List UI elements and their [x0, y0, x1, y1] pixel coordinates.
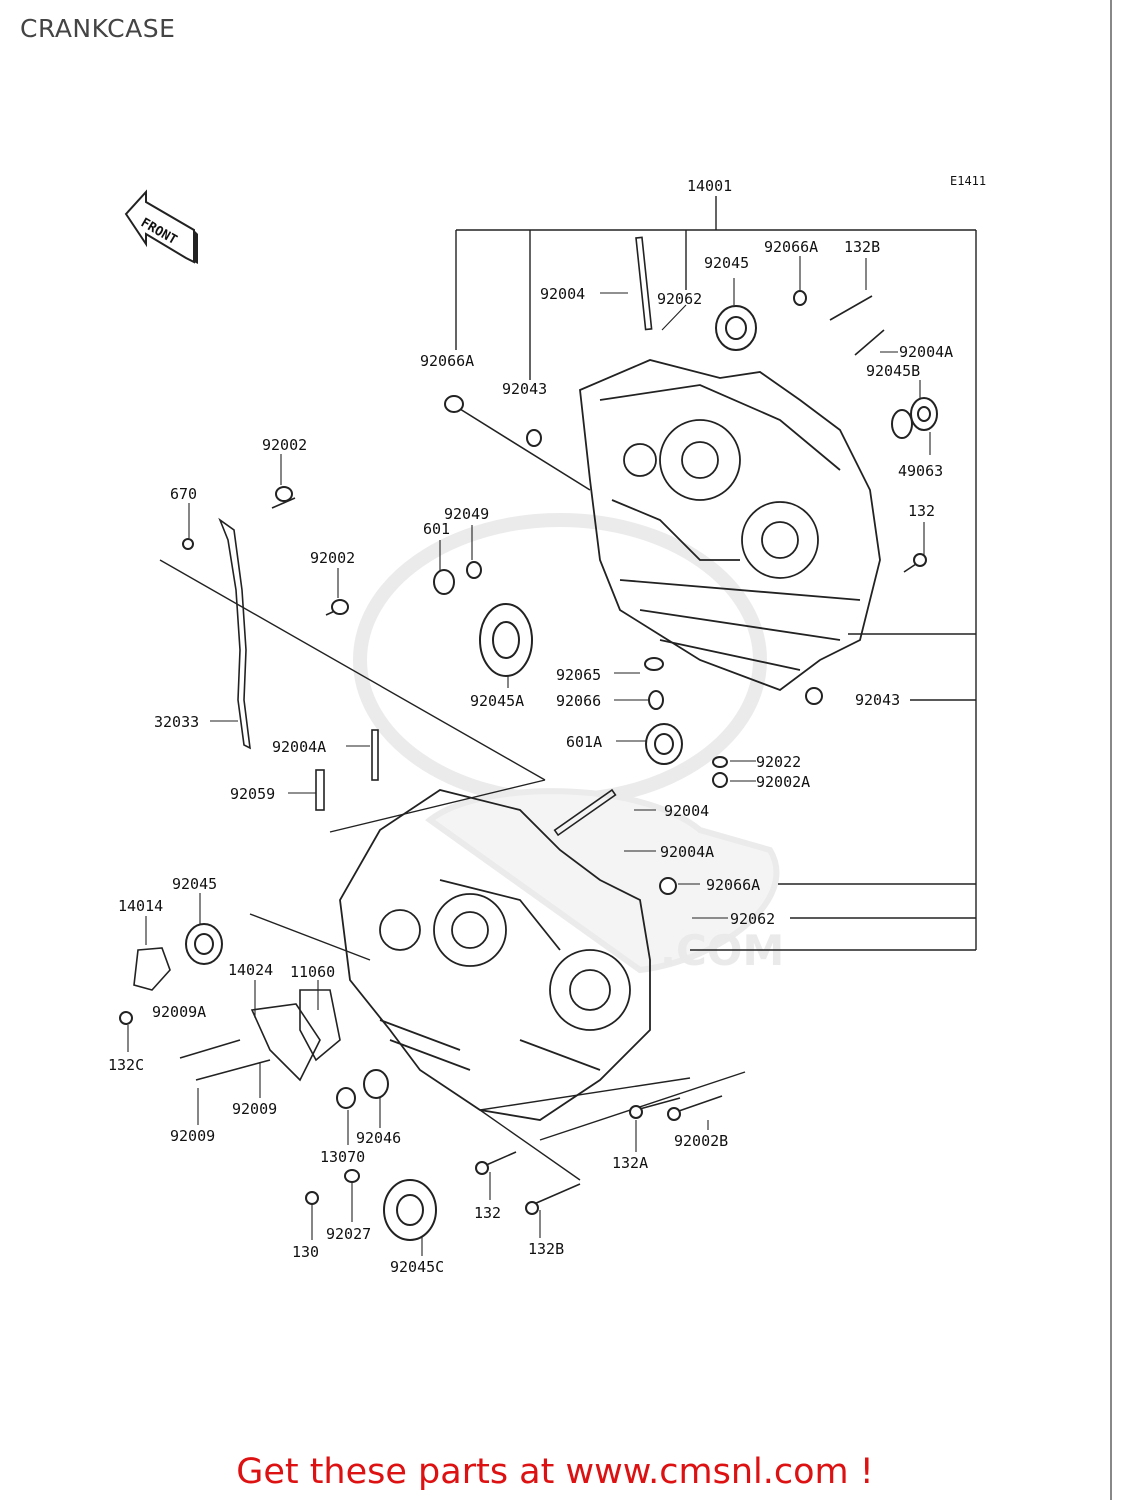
- part-label: 13070: [320, 1148, 365, 1166]
- right-border-line: [1110, 0, 1112, 1500]
- part-label: 92002: [262, 436, 307, 454]
- part-label: 92062: [657, 290, 702, 308]
- part-label: 92002A: [756, 773, 810, 791]
- leader-lines: [127, 256, 931, 1256]
- part-label: 92043: [502, 380, 547, 398]
- part-label: 14014: [118, 897, 163, 915]
- part-label: 49063: [898, 462, 943, 480]
- part-label: 92002B: [674, 1132, 728, 1150]
- part-label: 92027: [326, 1225, 371, 1243]
- part-label: 132B: [528, 1240, 564, 1258]
- part-label: 92045: [704, 254, 749, 272]
- part-label: 92004A: [899, 343, 953, 361]
- small-parts: [133, 236, 923, 1205]
- part-label: 92009: [170, 1127, 215, 1145]
- part-label: 601: [423, 520, 450, 538]
- part-label: 92065: [556, 666, 601, 684]
- part-label: 92066A: [420, 352, 474, 370]
- part-label: 92062: [730, 910, 775, 928]
- part-label: 32033: [154, 713, 199, 731]
- front-arrow-icon: FRONT: [124, 189, 198, 264]
- part-labels: 14001 92066A 132B 92045 92004 92062 9200…: [108, 177, 953, 1276]
- part-label: 14001: [687, 177, 732, 195]
- part-label: 92045A: [470, 692, 524, 710]
- part-label: 92004: [540, 285, 585, 303]
- part-label: 601A: [566, 733, 602, 751]
- part-label: 670: [170, 485, 197, 503]
- part-label: 92045C: [390, 1258, 444, 1276]
- part-label: 92009A: [152, 1003, 206, 1021]
- part-label: 132B: [844, 238, 880, 256]
- part-label: 92049: [444, 505, 489, 523]
- part-label: 92045: [172, 875, 217, 893]
- part-label: 92009: [232, 1100, 277, 1118]
- part-label: 92059: [230, 785, 275, 803]
- part-label: 92066A: [764, 238, 818, 256]
- bracket-lines: [159, 196, 977, 1181]
- part-label: 92004: [664, 802, 709, 820]
- part-label: 92066: [556, 692, 601, 710]
- part-label: 132C: [108, 1056, 144, 1074]
- part-label: 132: [474, 1204, 501, 1222]
- part-label: 14024: [228, 961, 273, 979]
- part-label: 92002: [310, 549, 355, 567]
- crankcase-diagram: .COM FRONT E1411: [108, 174, 986, 1276]
- part-label: 92004A: [660, 843, 714, 861]
- footer-promo-link[interactable]: Get these parts at www.cmsnl.com !: [236, 1452, 874, 1492]
- part-label: 132: [908, 502, 935, 520]
- part-label: 92043: [855, 691, 900, 709]
- page-title: CRANKCASE: [20, 14, 176, 43]
- lower-crankcase: [339, 789, 651, 1121]
- part-label: 92004A: [272, 738, 326, 756]
- part-label: 92045B: [866, 362, 920, 380]
- part-label: 92022: [756, 753, 801, 771]
- upper-crankcase: [579, 359, 881, 692]
- part-label: 92046: [356, 1129, 401, 1147]
- bearings: [119, 290, 938, 1241]
- part-label: 11060: [290, 963, 335, 981]
- part-label: 132A: [612, 1154, 648, 1172]
- part-label: 92066A: [706, 876, 760, 894]
- ref-code: E1411: [950, 174, 986, 188]
- part-label: 130: [292, 1243, 319, 1261]
